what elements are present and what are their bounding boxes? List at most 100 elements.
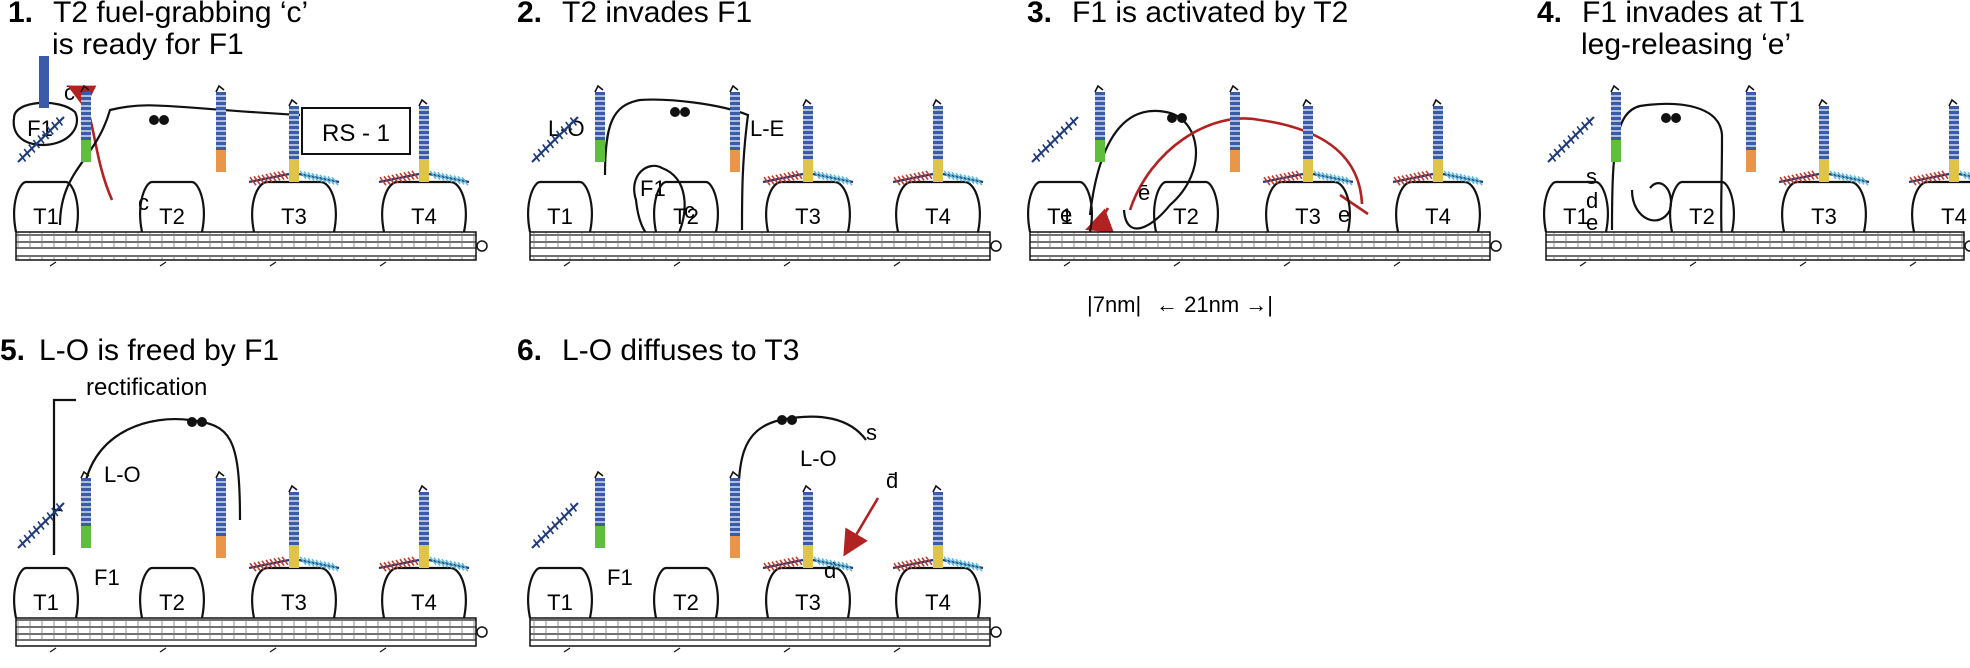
rs-box — [301, 107, 411, 155]
track-footprint: T4 — [895, 566, 981, 619]
track-label: T2 — [673, 590, 699, 615]
panel-title-line: T2 invades F1 — [562, 0, 752, 29]
panel-1-annotations: RS - 1 F1 c̄ c — [12, 56, 411, 226]
dna-origami-track — [529, 231, 1002, 267]
hairpin-stem — [729, 84, 740, 172]
track-footprint: T4 — [381, 180, 467, 233]
grab-arrow — [67, 85, 114, 201]
track-label: T1 — [1047, 204, 1073, 229]
f1-stem — [39, 56, 49, 108]
panel-5-annotations: rectification L-O F1 — [52, 374, 242, 590]
svg-text:2.T2 invades F1: 2. T2 invades F1 — [517, 0, 752, 29]
panel-4-title: 4.F1 invades at T1 leg-releasing ‘e’ — [1537, 0, 1805, 61]
dna-origami-track — [1545, 231, 1970, 267]
track-label: T4 — [1425, 204, 1451, 229]
hairpin-stem — [1948, 98, 1959, 182]
f1-label: F1 — [607, 565, 633, 590]
panel-number: 4. — [1537, 0, 1562, 29]
hairpin-stem — [932, 98, 943, 182]
single-strand — [1908, 170, 1950, 186]
e-label: e — [1586, 210, 1598, 235]
c-label: c — [138, 190, 149, 215]
lo-label: L-O — [800, 446, 837, 471]
hairpin-stem — [802, 98, 813, 182]
hairpin-stem — [215, 84, 226, 172]
track-footprint: T1 — [527, 180, 593, 233]
single-strand — [1392, 170, 1434, 186]
track-footprint: T1 — [1027, 180, 1093, 233]
track-footprint: T4 — [1911, 180, 1970, 233]
track-footprint: T4 — [895, 180, 981, 233]
le-label: L-E — [750, 116, 784, 141]
track-label: T4 — [925, 590, 951, 615]
panel-6-title: 6.L-O diffuses to T3 — [517, 334, 799, 367]
track-footprint: T3 — [251, 566, 337, 619]
track-footprint: T2 — [653, 180, 719, 233]
track-label: T1 — [1563, 204, 1589, 229]
track-label: T3 — [1811, 204, 1837, 229]
single-strand — [1262, 170, 1304, 186]
hairpin-stem — [288, 484, 299, 568]
track-footprint: T3 — [251, 180, 337, 233]
hairpin-stem — [80, 84, 91, 162]
s-label: s — [1586, 164, 1597, 189]
s-label: s — [866, 420, 877, 445]
diffuse-arrow — [843, 497, 880, 557]
c-bar-label: c̄ — [64, 80, 75, 105]
hairpin-stem — [215, 470, 226, 558]
single-strand — [428, 170, 470, 186]
svg-text:5.L-O is freed by F1: 5.L-O is freed by F1 — [0, 334, 279, 367]
f1-label: F1 — [640, 176, 666, 201]
single-strand — [762, 170, 804, 186]
panel-number: 2. — [517, 0, 542, 29]
svg-text:1.T2 fuel-grabbing ‘c’: 1.T2 fuel-grabbing ‘c’ — [8, 0, 308, 29]
track-label: T2 — [1173, 204, 1199, 229]
single-strand — [1778, 170, 1820, 186]
track-footprint: T1 — [1543, 180, 1609, 233]
single-strand — [892, 556, 934, 572]
f1-label: F1 — [94, 565, 120, 590]
panel-number: 3. — [1027, 0, 1052, 29]
track-label: T1 — [547, 204, 573, 229]
track-footprint: T1 — [527, 566, 593, 619]
hairpin-stem — [418, 484, 429, 568]
panel-title-line: T2 fuel-grabbing ‘c’ — [53, 0, 308, 29]
linker-strand — [603, 98, 750, 231]
track-label: T1 — [33, 204, 59, 229]
panel-title-line: F1 is activated by T2 — [1072, 0, 1348, 29]
track-label: T1 — [33, 590, 59, 615]
track-label: T4 — [411, 590, 437, 615]
e-label: e — [1060, 202, 1072, 227]
track-footprint: T1 — [13, 566, 79, 619]
track-footprint: T4 — [381, 566, 467, 619]
hairpin-stem — [802, 484, 813, 568]
d-bar-label: d̄ — [886, 468, 898, 493]
hairpin-stem — [729, 470, 740, 558]
track-label: T4 — [1941, 204, 1967, 229]
single-strand — [378, 556, 420, 572]
hairpin-stem — [288, 98, 299, 182]
svg-text:6.L-O diffuses to T3: 6.L-O diffuses to T3 — [517, 334, 799, 367]
single-strand — [1031, 116, 1079, 163]
panel-2-title: 2. T2 invades F1 — [517, 0, 752, 29]
dna-origami-track — [15, 617, 488, 653]
single-strand — [892, 170, 934, 186]
rectification-bracket — [52, 398, 76, 555]
hairpin-stem — [1432, 98, 1443, 182]
hairpin-stem — [594, 470, 605, 548]
track-label: T4 — [925, 204, 951, 229]
panel-title-line: L-O is freed by F1 — [39, 334, 279, 367]
hairpin-stem — [418, 98, 429, 182]
single-strand — [812, 170, 854, 186]
activation-arc — [1128, 117, 1364, 211]
dna-origami-track — [15, 231, 488, 267]
panel-2-annotations: L-O L-E F1 c — [548, 98, 784, 246]
panel-title-line: F1 invades at T1 — [1582, 0, 1805, 29]
single-strand — [531, 116, 579, 163]
track-label: T2 — [159, 590, 185, 615]
rs-label: RS - 1 — [322, 120, 390, 147]
c-label: c — [684, 198, 695, 223]
panel-number: 6. — [517, 334, 542, 367]
panel-3-title: 3. F1 is activated by T2 — [1027, 0, 1348, 29]
single-strand — [531, 502, 579, 549]
